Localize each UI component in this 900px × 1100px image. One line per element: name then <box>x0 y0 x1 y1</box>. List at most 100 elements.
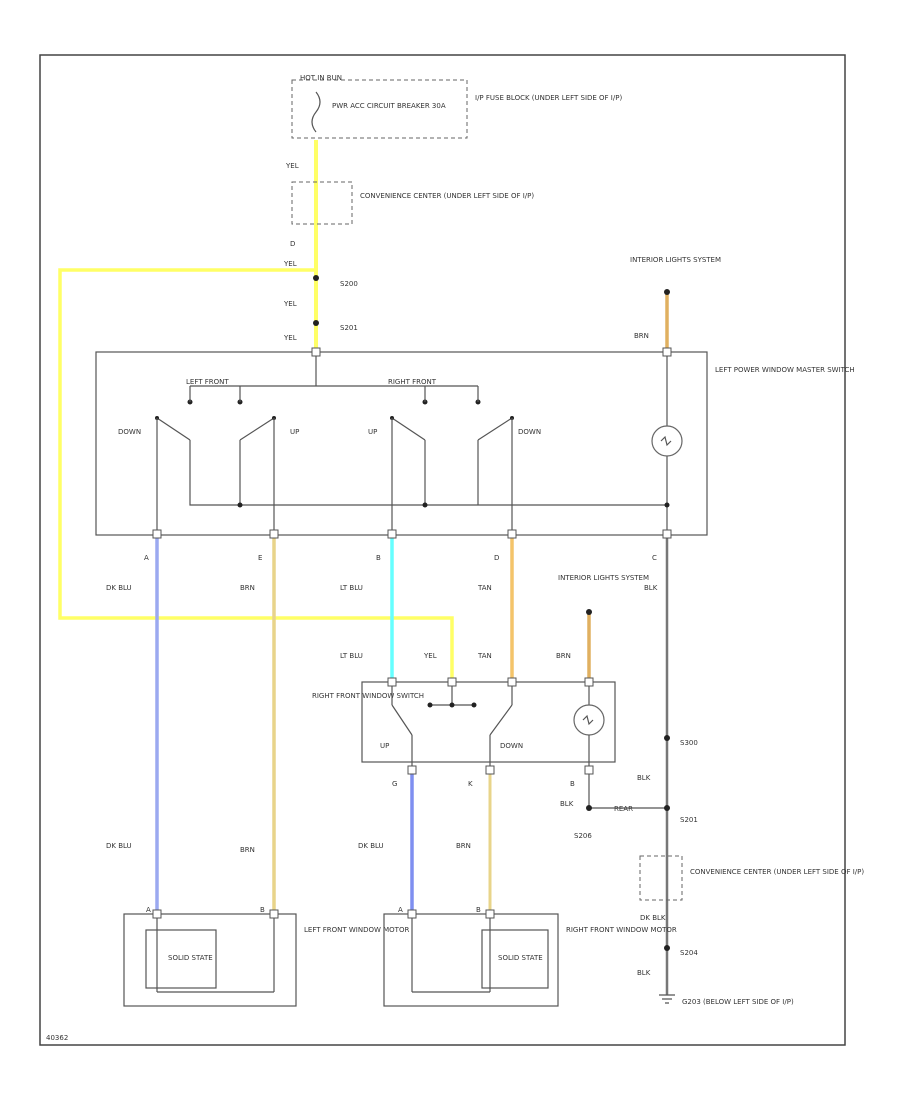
right-contact <box>471 702 477 708</box>
right-motor-box <box>383 913 559 1007</box>
dk-blu-label-3: DK BLU <box>358 842 384 850</box>
pin-b-m1-label: B <box>260 906 265 914</box>
tan-label-2: TAN <box>477 652 492 660</box>
diagram-id: 40362 <box>46 1034 68 1042</box>
convenience-center-2-outline <box>639 855 683 901</box>
interior-lights-2-label: INTERIOR LIGHTS SYSTEM <box>558 574 649 582</box>
interior-lights-1-label: INTERIOR LIGHTS SYSTEM <box>630 256 721 264</box>
pin-b-label: B <box>376 554 381 562</box>
connector-pin <box>387 529 397 539</box>
connector-pin <box>407 765 417 775</box>
connector-pin <box>662 347 672 357</box>
left-motor-label: LEFT FRONT WINDOW MOTOR <box>304 926 409 934</box>
connector-pin <box>447 677 457 687</box>
s201-label: S201 <box>340 324 358 332</box>
lt-blu-label-2: LT BLU <box>340 652 363 660</box>
hot-in-run-label: HOT IN RUN <box>300 74 342 82</box>
blk-label-2: BLK <box>637 774 651 782</box>
up-rs-label: UP <box>380 742 389 750</box>
right-motor-label: RIGHT FRONT WINDOW MOTOR <box>566 926 677 934</box>
yel-label-2: YEL <box>283 260 297 268</box>
left-front-label: LEFT FRONT <box>186 378 229 386</box>
down-rs-label: DOWN <box>500 742 523 750</box>
splice-s300 <box>664 735 670 741</box>
connector-pin <box>387 677 397 687</box>
solid-state-2-label: SOLID STATE <box>498 954 543 962</box>
pin-a-m2-label: A <box>398 906 403 914</box>
pin-e-label: E <box>258 554 262 562</box>
connector-pin <box>407 909 417 919</box>
pin-d-label: D <box>494 554 499 562</box>
yel-label-3: YEL <box>283 300 297 308</box>
right-contact <box>449 702 455 708</box>
connector-pin <box>152 909 162 919</box>
connector-pin <box>507 677 517 687</box>
k-pin-label: K <box>468 780 473 788</box>
master-lamp-icon <box>651 425 683 457</box>
pin-b-m2-label: B <box>476 906 481 914</box>
brn-top-label: BRN <box>634 332 649 340</box>
splice-s201 <box>313 320 319 326</box>
splice-s206-node <box>586 805 592 811</box>
d-pin-label: D <box>290 240 295 248</box>
pin-c-label: C <box>652 554 657 562</box>
right-switch-box <box>361 681 616 763</box>
down-right-label: DOWN <box>518 428 541 436</box>
rear-label: REAR <box>614 805 633 813</box>
solid-state-1-label: SOLID STATE <box>168 954 213 962</box>
s201b-label: S201 <box>680 816 698 824</box>
convenience-center-2-label: CONVENIENCE CENTER (UNDER LEFT SIDE OF I… <box>690 868 864 876</box>
splice-s201b <box>664 805 670 811</box>
circuit-breaker-symbol <box>311 91 321 133</box>
wire-yel-branch <box>58 268 454 682</box>
right-switch-blade <box>391 704 413 736</box>
switch-blade <box>477 417 513 441</box>
left-solid-state-box <box>145 929 217 989</box>
b-pin2-label: B <box>570 780 575 788</box>
switch-blade <box>156 417 191 441</box>
splice-s200 <box>313 275 319 281</box>
master-switch-box <box>95 351 708 536</box>
diagram-frame <box>39 54 846 1046</box>
ground-icon <box>659 994 675 1004</box>
connector-pin <box>152 529 162 539</box>
ip-fuse-block-outline <box>291 79 468 139</box>
brn-label-4: BRN <box>456 842 471 850</box>
connector-pin <box>485 909 495 919</box>
tan-label-1: TAN <box>477 584 492 592</box>
switch-blade <box>391 417 426 441</box>
right-front-label: RIGHT FRONT <box>388 378 437 386</box>
g-pin-label: G <box>392 780 397 788</box>
splice-s204 <box>664 945 670 951</box>
brn-label-2: BRN <box>556 652 571 660</box>
blk-label-4: BLK <box>637 969 651 977</box>
connector-pin <box>485 765 495 775</box>
lamp-filament <box>660 435 672 447</box>
connector-pin <box>584 677 594 687</box>
bus-node <box>422 502 428 508</box>
down-left-label: DOWN <box>118 428 141 436</box>
bus-node <box>237 502 243 508</box>
s206-label: S206 <box>574 832 592 840</box>
yel-label-5: YEL <box>423 652 437 660</box>
pwr-acc-cb-label: PWR ACC CIRCUIT BREAKER 30A <box>332 102 446 110</box>
dk-blu-label-2: DK BLU <box>106 842 132 850</box>
s200-label: S200 <box>340 280 358 288</box>
s204-label: S204 <box>680 949 698 957</box>
ip-fuse-block-label: I/P FUSE BLOCK (UNDER LEFT SIDE OF I/P) <box>475 94 622 102</box>
convenience-center-1-outline <box>291 181 353 225</box>
up-right-label: UP <box>368 428 377 436</box>
connector-pin <box>507 529 517 539</box>
switch-blade <box>239 417 275 441</box>
dk-blu-label-1: DK BLU <box>106 584 132 592</box>
connector-pin <box>269 529 279 539</box>
right-switch-blade <box>489 704 513 736</box>
yel-label-1: YEL <box>285 162 299 170</box>
convenience-center-1-label: CONVENIENCE CENTER (UNDER LEFT SIDE OF I… <box>360 192 534 200</box>
right-lamp-icon <box>573 704 605 736</box>
connector-pin <box>269 909 279 919</box>
brn-label-1: BRN <box>240 584 255 592</box>
dk-blk-label: DK BLK <box>640 914 666 922</box>
left-motor-box <box>123 913 297 1007</box>
